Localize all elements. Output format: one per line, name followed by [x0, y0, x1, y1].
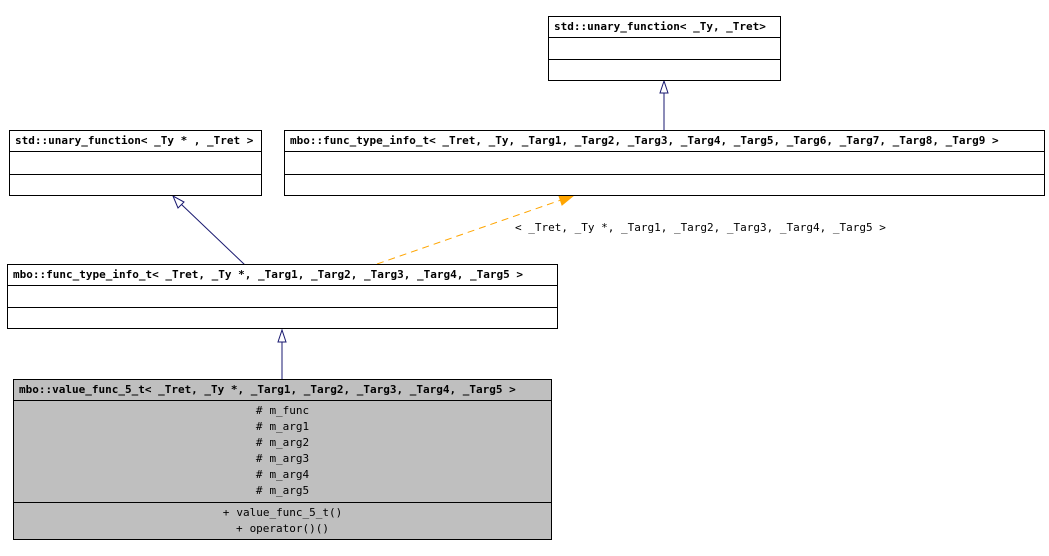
attribute-m-arg2: #m_arg2 — [255, 436, 310, 449]
attribute-m-arg3: #m_arg3 — [255, 452, 310, 465]
method-value-func-5-t: +value_func_5_t() — [222, 506, 343, 519]
inheritance-edge-func5-to-unary-ptr — [171, 194, 246, 266]
methods-compartment — [549, 60, 780, 81]
methods-compartment — [8, 308, 557, 329]
attributes-compartment — [549, 38, 780, 60]
class-std-unary-function-ptr[interactable]: std::unary_function< _Ty * , _Tret > — [9, 130, 262, 196]
attributes-compartment — [8, 286, 557, 308]
class-func-type-info-5[interactable]: mbo::func_type_info_t< _Tret, _Ty *, _Ta… — [7, 264, 558, 329]
method-operator-call: +operator()() — [235, 522, 330, 535]
attributes-compartment — [285, 152, 1044, 175]
class-title: std::unary_function< _Ty, _Tret> — [549, 17, 780, 38]
methods-compartment — [285, 175, 1044, 196]
attributes-compartment — [10, 152, 261, 175]
class-value-func-5[interactable]: mbo::value_func_5_t< _Tret, _Ty *, _Targ… — [13, 379, 552, 540]
attribute-m-func: #m_func — [255, 404, 310, 417]
attribute-m-arg4: #m_arg4 — [255, 468, 310, 481]
inheritance-edge-template-to-unary — [659, 79, 669, 130]
class-func-type-info-template[interactable]: mbo::func_type_info_t< _Tret, _Ty, _Targ… — [284, 130, 1045, 196]
attributes-compartment: #m_func #m_arg1 #m_arg2 #m_arg3 #m_arg4 … — [14, 401, 551, 503]
template-binding-edge — [376, 195, 575, 265]
attribute-m-arg5: #m_arg5 — [255, 484, 310, 497]
class-std-unary-function[interactable]: std::unary_function< _Ty, _Tret> — [548, 16, 781, 81]
inheritance-edge-value-to-func5 — [277, 328, 287, 379]
class-title: mbo::func_type_info_t< _Tret, _Ty *, _Ta… — [8, 265, 557, 286]
template-binding-label: < _Tret, _Ty *, _Targ1, _Targ2, _Targ3, … — [515, 221, 886, 234]
methods-compartment: +value_func_5_t() +operator()() — [14, 503, 551, 537]
attribute-m-arg1: #m_arg1 — [255, 420, 310, 433]
class-title: mbo::func_type_info_t< _Tret, _Ty, _Targ… — [285, 131, 1044, 152]
methods-compartment — [10, 175, 261, 196]
class-title: mbo::value_func_5_t< _Tret, _Ty *, _Targ… — [14, 380, 551, 401]
class-title: std::unary_function< _Ty * , _Tret > — [10, 131, 261, 152]
